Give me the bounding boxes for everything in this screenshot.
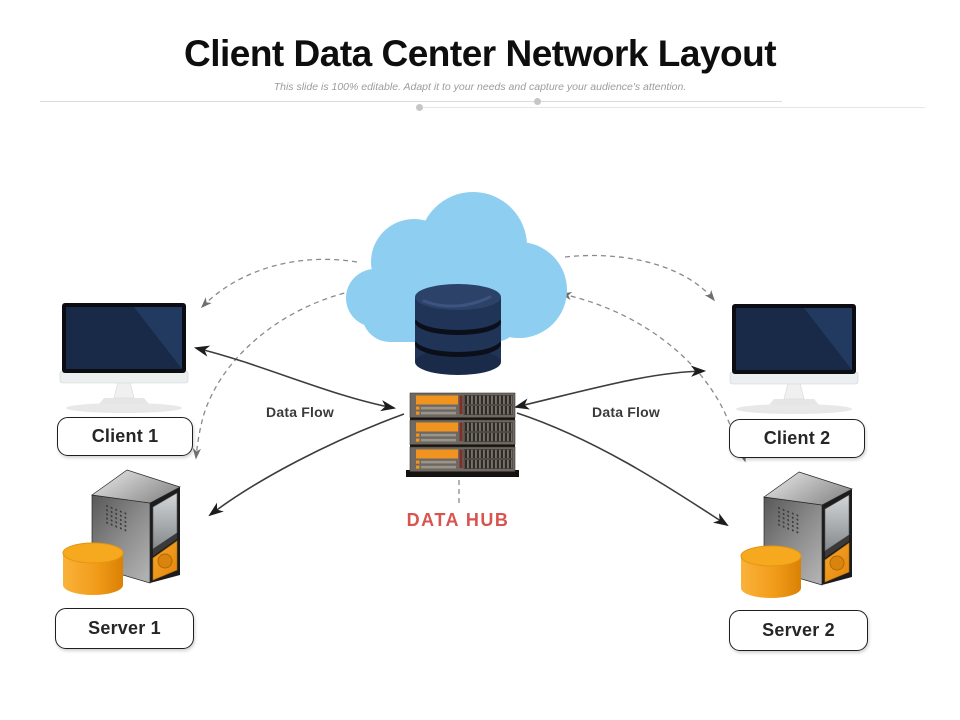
database-cylinder-icon [415,284,501,375]
rack-unit-2 [409,419,516,450]
rack-unit-3 [409,446,516,477]
rack-unit-1 [409,392,516,423]
data-hub-label: DATA HUB [406,510,510,530]
arrow-cloud-server1 [192,290,354,460]
arrow-cloud-client1 [200,258,358,309]
arrow-hub-server1 [208,413,405,517]
client2-label: Client 2 [729,419,865,458]
data-flow-label-left: Data Flow [266,404,334,420]
server2-disk-icon [740,545,802,599]
divider-dot-2 [416,104,423,111]
data-flow-label-right: Data Flow [592,404,660,420]
arrow-hub-client1 [193,345,397,412]
arrow-cloud-server2 [560,292,746,463]
client1-label: Client 1 [57,417,193,456]
server1-disk-icon [62,542,124,596]
arrow-hub-client2 [513,365,707,410]
server2-label: Server 2 [729,610,868,651]
data-hub-rack-icon [406,392,519,477]
divider-line-2 [420,107,925,108]
arrow-cloud-client2 [564,254,715,302]
divider-dot-1 [534,98,541,105]
client1-monitor-icon [59,302,189,414]
slide-title: Client Data Center Network Layout [183,33,777,74]
client2-monitor-icon [729,303,859,415]
divider-line-1 [40,101,782,102]
slide-subtitle: This slide is 100% editable. Adapt it to… [273,81,687,93]
arrow-hub-server2 [516,412,729,527]
server1-label: Server 1 [55,608,194,649]
